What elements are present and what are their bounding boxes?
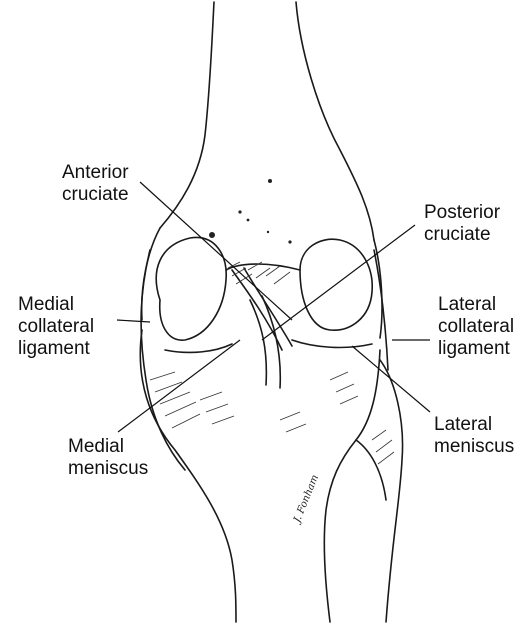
speckle-3	[238, 210, 241, 213]
tibia-left-outline	[140, 330, 236, 622]
label-anterior-cruciate: Anterior cruciate	[62, 162, 129, 206]
label-lateral-collateral: Lateral collateral ligament	[438, 294, 514, 360]
lateral-meniscus-line	[292, 340, 372, 347]
acl-bundle-2	[244, 268, 292, 346]
speckle-4	[247, 219, 250, 222]
label-lateral-meniscus: Lateral meniscus	[434, 414, 514, 458]
label-medial-meniscus-line-2: meniscus	[68, 458, 148, 480]
medial-condyle	[156, 238, 226, 341]
label-posterior-cruciate: Posterior cruciate	[424, 202, 500, 246]
label-posterior-cruciate-line-1: Posterior	[424, 202, 500, 224]
leader-medial-collateral	[117, 320, 150, 322]
label-anterior-cruciate-line-2: cruciate	[62, 184, 129, 206]
pcl-bundle-1	[250, 300, 266, 385]
speckle-1	[268, 179, 272, 183]
label-medial-collateral-line-2: collateral	[18, 316, 94, 338]
fibula-inner	[356, 440, 386, 500]
leader-lateral-meniscus	[352, 346, 430, 412]
fibula-outline	[380, 360, 403, 622]
label-lateral-collateral-line-2: collateral	[438, 316, 514, 338]
hatching-lateral	[330, 372, 394, 464]
label-anterior-cruciate-line-1: Anterior	[62, 162, 129, 184]
leader-medial-meniscus	[118, 340, 240, 432]
pcl-bundle-2	[262, 296, 280, 388]
speckle-6	[267, 231, 269, 233]
leader-posterior-cruciate	[262, 225, 415, 340]
leader-anterior-cruciate	[140, 182, 292, 320]
label-lateral-meniscus-line-1: Lateral	[434, 414, 514, 436]
hatching-medial	[150, 372, 200, 428]
label-medial-collateral-line-1: Medial	[18, 294, 94, 316]
medial-meniscus-line	[165, 344, 232, 352]
label-medial-collateral-line-3: ligament	[18, 338, 94, 360]
label-lateral-collateral-line-1: Lateral	[438, 294, 514, 316]
label-medial-meniscus-line-1: Medial	[68, 436, 148, 458]
label-posterior-cruciate-line-2: cruciate	[424, 224, 500, 246]
label-medial-meniscus: Medial meniscus	[68, 436, 148, 480]
intercondylar-notch	[226, 264, 300, 270]
label-lateral-meniscus-line-2: meniscus	[434, 436, 514, 458]
lateral-collateral-band	[374, 250, 388, 370]
speckle-5	[288, 240, 291, 243]
hatching-tibia	[200, 392, 306, 432]
label-medial-collateral: Medial collateral ligament	[18, 294, 94, 360]
speckle-2	[209, 232, 215, 238]
femur-left-outline	[160, 2, 214, 228]
label-lateral-collateral-line-3: ligament	[438, 338, 514, 360]
femur-right-outline	[296, 2, 374, 240]
tibia-right-outline	[324, 350, 380, 622]
